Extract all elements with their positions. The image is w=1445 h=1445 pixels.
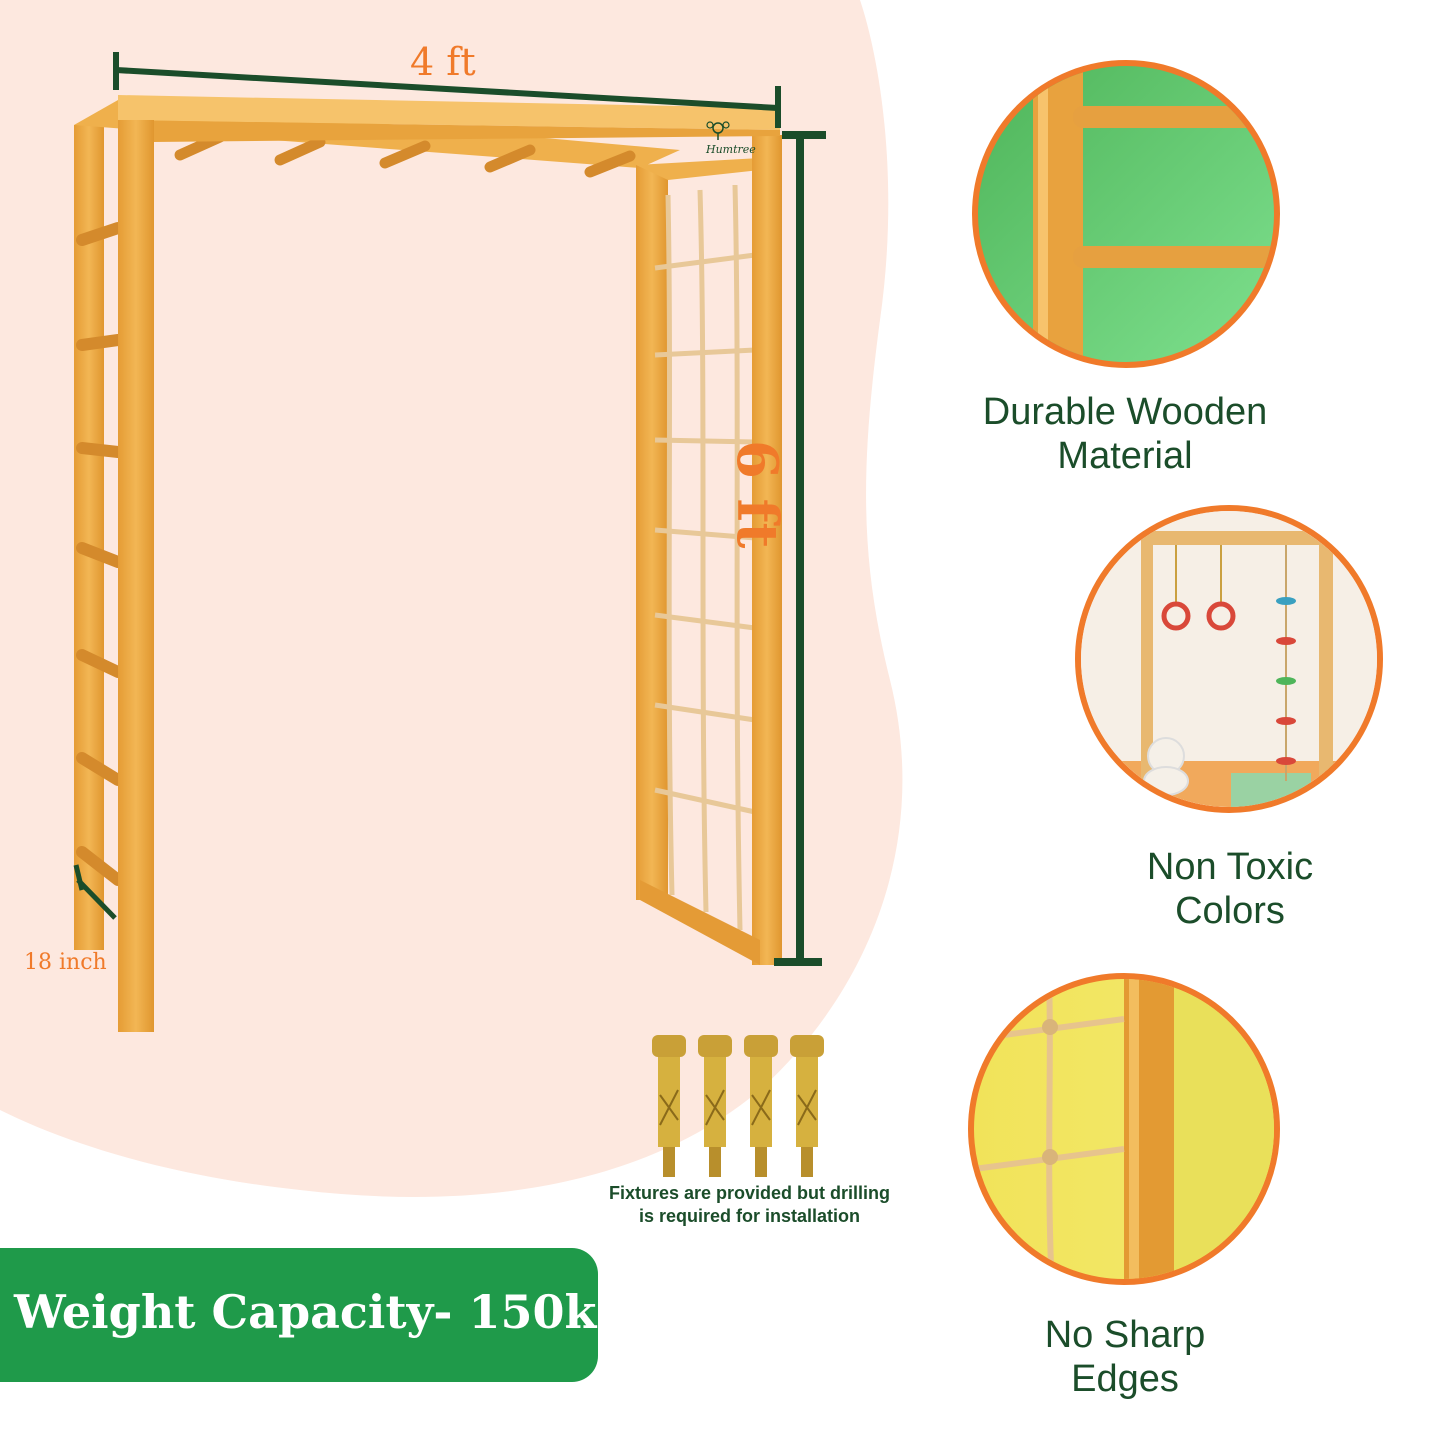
anchor-bolt bbox=[790, 1035, 824, 1177]
feature-title-nosharp-line1: No Sharp bbox=[1044, 1314, 1206, 1356]
feature-image-wooden-ladder bbox=[972, 60, 1280, 368]
anchor-bolt bbox=[744, 1035, 778, 1177]
anchor-bolt bbox=[652, 1035, 686, 1177]
anchor-bolt bbox=[698, 1035, 732, 1177]
brand-logo-text: Humtree bbox=[706, 143, 756, 156]
feature-title-nosharp: No Sharp Edges bbox=[975, 1313, 1275, 1401]
top-front-face bbox=[118, 120, 780, 142]
right-front-post bbox=[752, 135, 782, 965]
right-net-frame bbox=[636, 158, 760, 180]
fixtures-note-line2: is required for installation bbox=[638, 1206, 861, 1226]
width-label: 4 ft bbox=[410, 40, 476, 84]
left-ladder-rungs bbox=[76, 222, 124, 886]
feature-title-nontoxic-line1: Non Toxic bbox=[1146, 846, 1314, 888]
weight-capacity-text: Weight Capacity- 150kg bbox=[14, 1285, 629, 1339]
height-dimension-line bbox=[774, 131, 826, 966]
fixtures-note-line1: Fixtures are provided but drilling bbox=[608, 1183, 891, 1203]
rope-net bbox=[654, 184, 756, 931]
feature-title-durable-line1: Durable Wooden bbox=[982, 391, 1268, 433]
weight-capacity-banner: Weight Capacity- 150kg bbox=[0, 1248, 629, 1382]
feature-image-rope-net bbox=[968, 973, 1280, 1285]
rope-net-icon bbox=[974, 979, 1274, 1279]
depth-label: 18 inch bbox=[24, 950, 107, 975]
top-front-beam bbox=[118, 95, 780, 130]
left-front-post bbox=[118, 120, 154, 1032]
height-label: 6 ft bbox=[724, 440, 790, 549]
right-bottom-rail bbox=[640, 880, 760, 965]
feature-title-nontoxic: Non Toxic Colors bbox=[1080, 845, 1380, 933]
width-dimension-line bbox=[113, 52, 781, 128]
anchor-bolts bbox=[652, 1035, 824, 1177]
depth-dimension-line bbox=[73, 864, 117, 920]
brand-logo bbox=[706, 121, 730, 140]
feature-title-nosharp-line2: Edges bbox=[1071, 1358, 1179, 1400]
left-rear-post bbox=[74, 125, 104, 950]
feature-title-durable-line2: Material bbox=[1057, 435, 1193, 477]
feature-title-durable: Durable Wooden Material bbox=[940, 390, 1310, 478]
feature-title-nontoxic-line2: Colors bbox=[1175, 890, 1285, 932]
fixtures-note: Fixtures are provided but drilling is re… bbox=[572, 1182, 927, 1228]
wood-ladder-icon bbox=[1033, 66, 1274, 362]
playroom-icon bbox=[1081, 511, 1377, 807]
feature-image-playroom bbox=[1075, 505, 1383, 813]
